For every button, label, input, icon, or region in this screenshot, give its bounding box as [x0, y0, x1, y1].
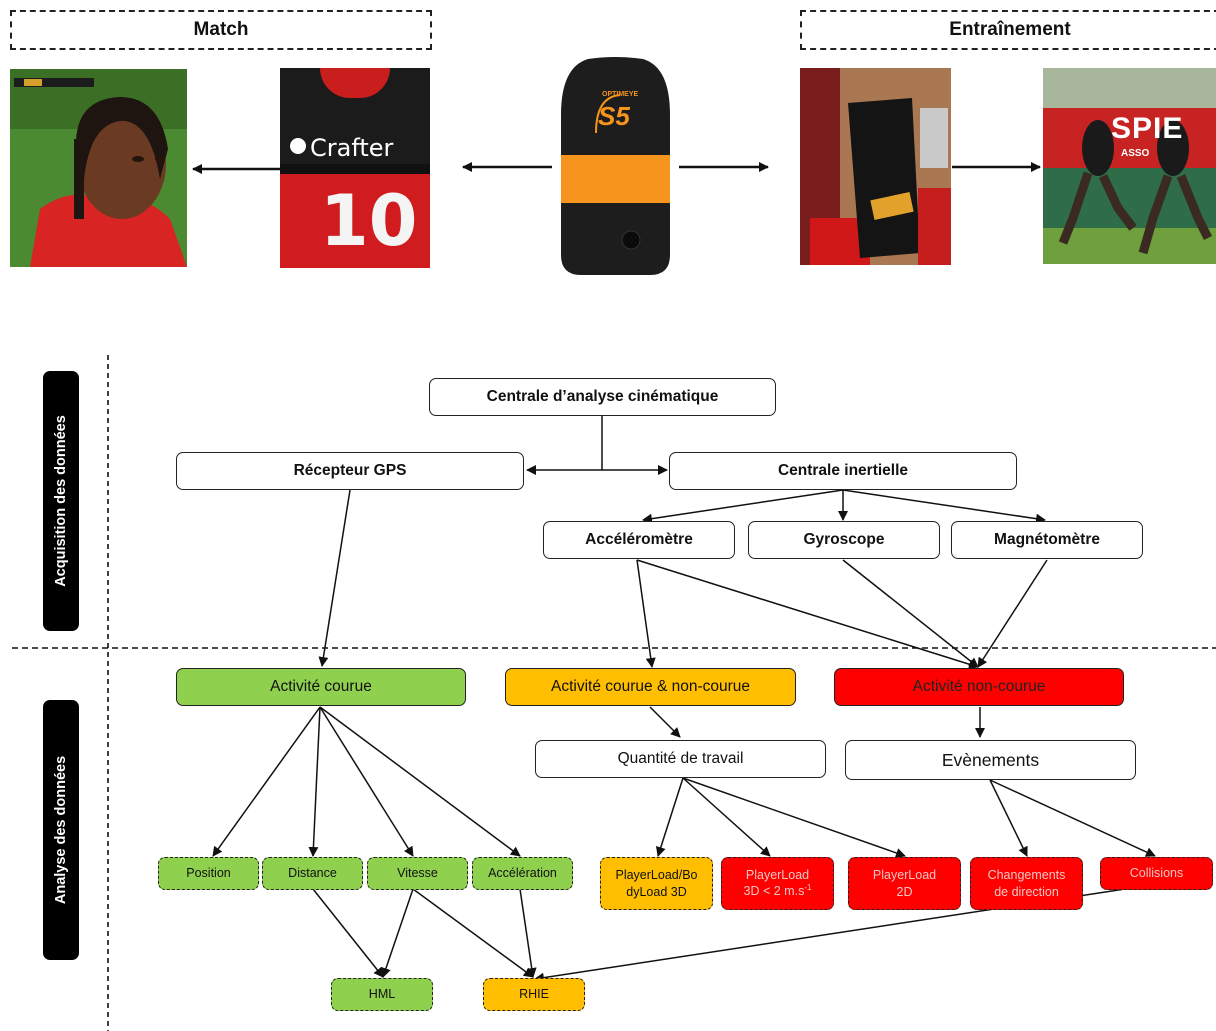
metric-playerload-3d-line2: dyLoad 3D [626, 884, 687, 899]
banner-text: SPIE [1111, 112, 1184, 145]
training-vest-photo [800, 68, 951, 265]
gps-receiver-box: Récepteur GPS [176, 452, 524, 490]
metric-collisions: Collisions [1100, 857, 1213, 890]
metric-position: Position [158, 857, 259, 890]
optimeye-device: OPTIMEYE S5 [558, 55, 673, 277]
metric-hml: HML [331, 978, 433, 1011]
jersey-number: 10 [320, 180, 418, 262]
metric-acceleration: Accélération [472, 857, 573, 890]
magnetometer-box: Magnétomètre [951, 521, 1143, 559]
metric-playerload-slow-text: 3D < 2 m.s [743, 884, 805, 899]
match-jersey-photo: Crafter 10 [280, 68, 430, 268]
inertial-unit-box: Centrale inertielle [669, 452, 1017, 490]
metric-playerload-slow-line2: 3D < 2 m.s-1 [744, 883, 812, 900]
metric-playerload-slow: PlayerLoad 3D < 2 m.s-1 [721, 857, 834, 910]
match-player-photo [10, 69, 187, 267]
acquisition-side-label: Acquisition des données [43, 371, 79, 631]
device-brand: OPTIMEYE [602, 91, 639, 98]
metric-playerload-slow-line1: PlayerLoad [745, 867, 810, 882]
non-running-activity-box: Activité non-courue [834, 668, 1124, 706]
metric-playerload-2d-line2: 2D [896, 884, 913, 899]
analysis-side-label-text: Analyse des données [53, 755, 69, 905]
metric-change-of-direction: Changements de direction [970, 857, 1083, 910]
metric-playerload-3d: PlayerLoad/Bo dyLoad 3D [600, 857, 713, 910]
running-activity-box: Activité courue [176, 668, 466, 706]
vest-image [800, 68, 951, 265]
metric-playerload-3d-line1: PlayerLoad/Bo [615, 867, 698, 882]
banner-subtext: ASSO [1121, 148, 1150, 159]
training-run-photo: SPIE ASSO [1043, 68, 1216, 264]
player-face-image [10, 69, 187, 267]
metric-speed: Vitesse [367, 857, 468, 890]
mixed-activity-box: Activité courue & non-courue [505, 668, 796, 706]
training-title: Entraînement [800, 10, 1216, 50]
events-box: Evènements [845, 740, 1136, 780]
jersey-sponsor-text: Crafter [310, 134, 394, 162]
gyroscope-box: Gyroscope [748, 521, 940, 559]
training-run-image [1043, 68, 1216, 264]
workload-box: Quantité de travail [535, 740, 826, 778]
device-model: S5 [598, 101, 630, 131]
metric-playerload-2d-line1: PlayerLoad [872, 867, 937, 882]
device-image [561, 57, 670, 275]
metric-cod-line1: Changements [987, 867, 1066, 882]
metric-cod-line2: de direction [994, 884, 1059, 899]
match-title: Match [10, 10, 432, 50]
analysis-side-label: Analyse des données [43, 700, 79, 960]
central-analysis-box: Centrale d’analyse cinématique [429, 378, 776, 416]
accelerometer-box: Accéléromètre [543, 521, 735, 559]
metric-rhie: RHIE [483, 978, 585, 1011]
metric-playerload-2d: PlayerLoad 2D [848, 857, 961, 910]
acquisition-side-label-text: Acquisition des données [53, 415, 69, 587]
metric-distance: Distance [262, 857, 363, 890]
metric-playerload-slow-sup: -1 [804, 883, 812, 893]
